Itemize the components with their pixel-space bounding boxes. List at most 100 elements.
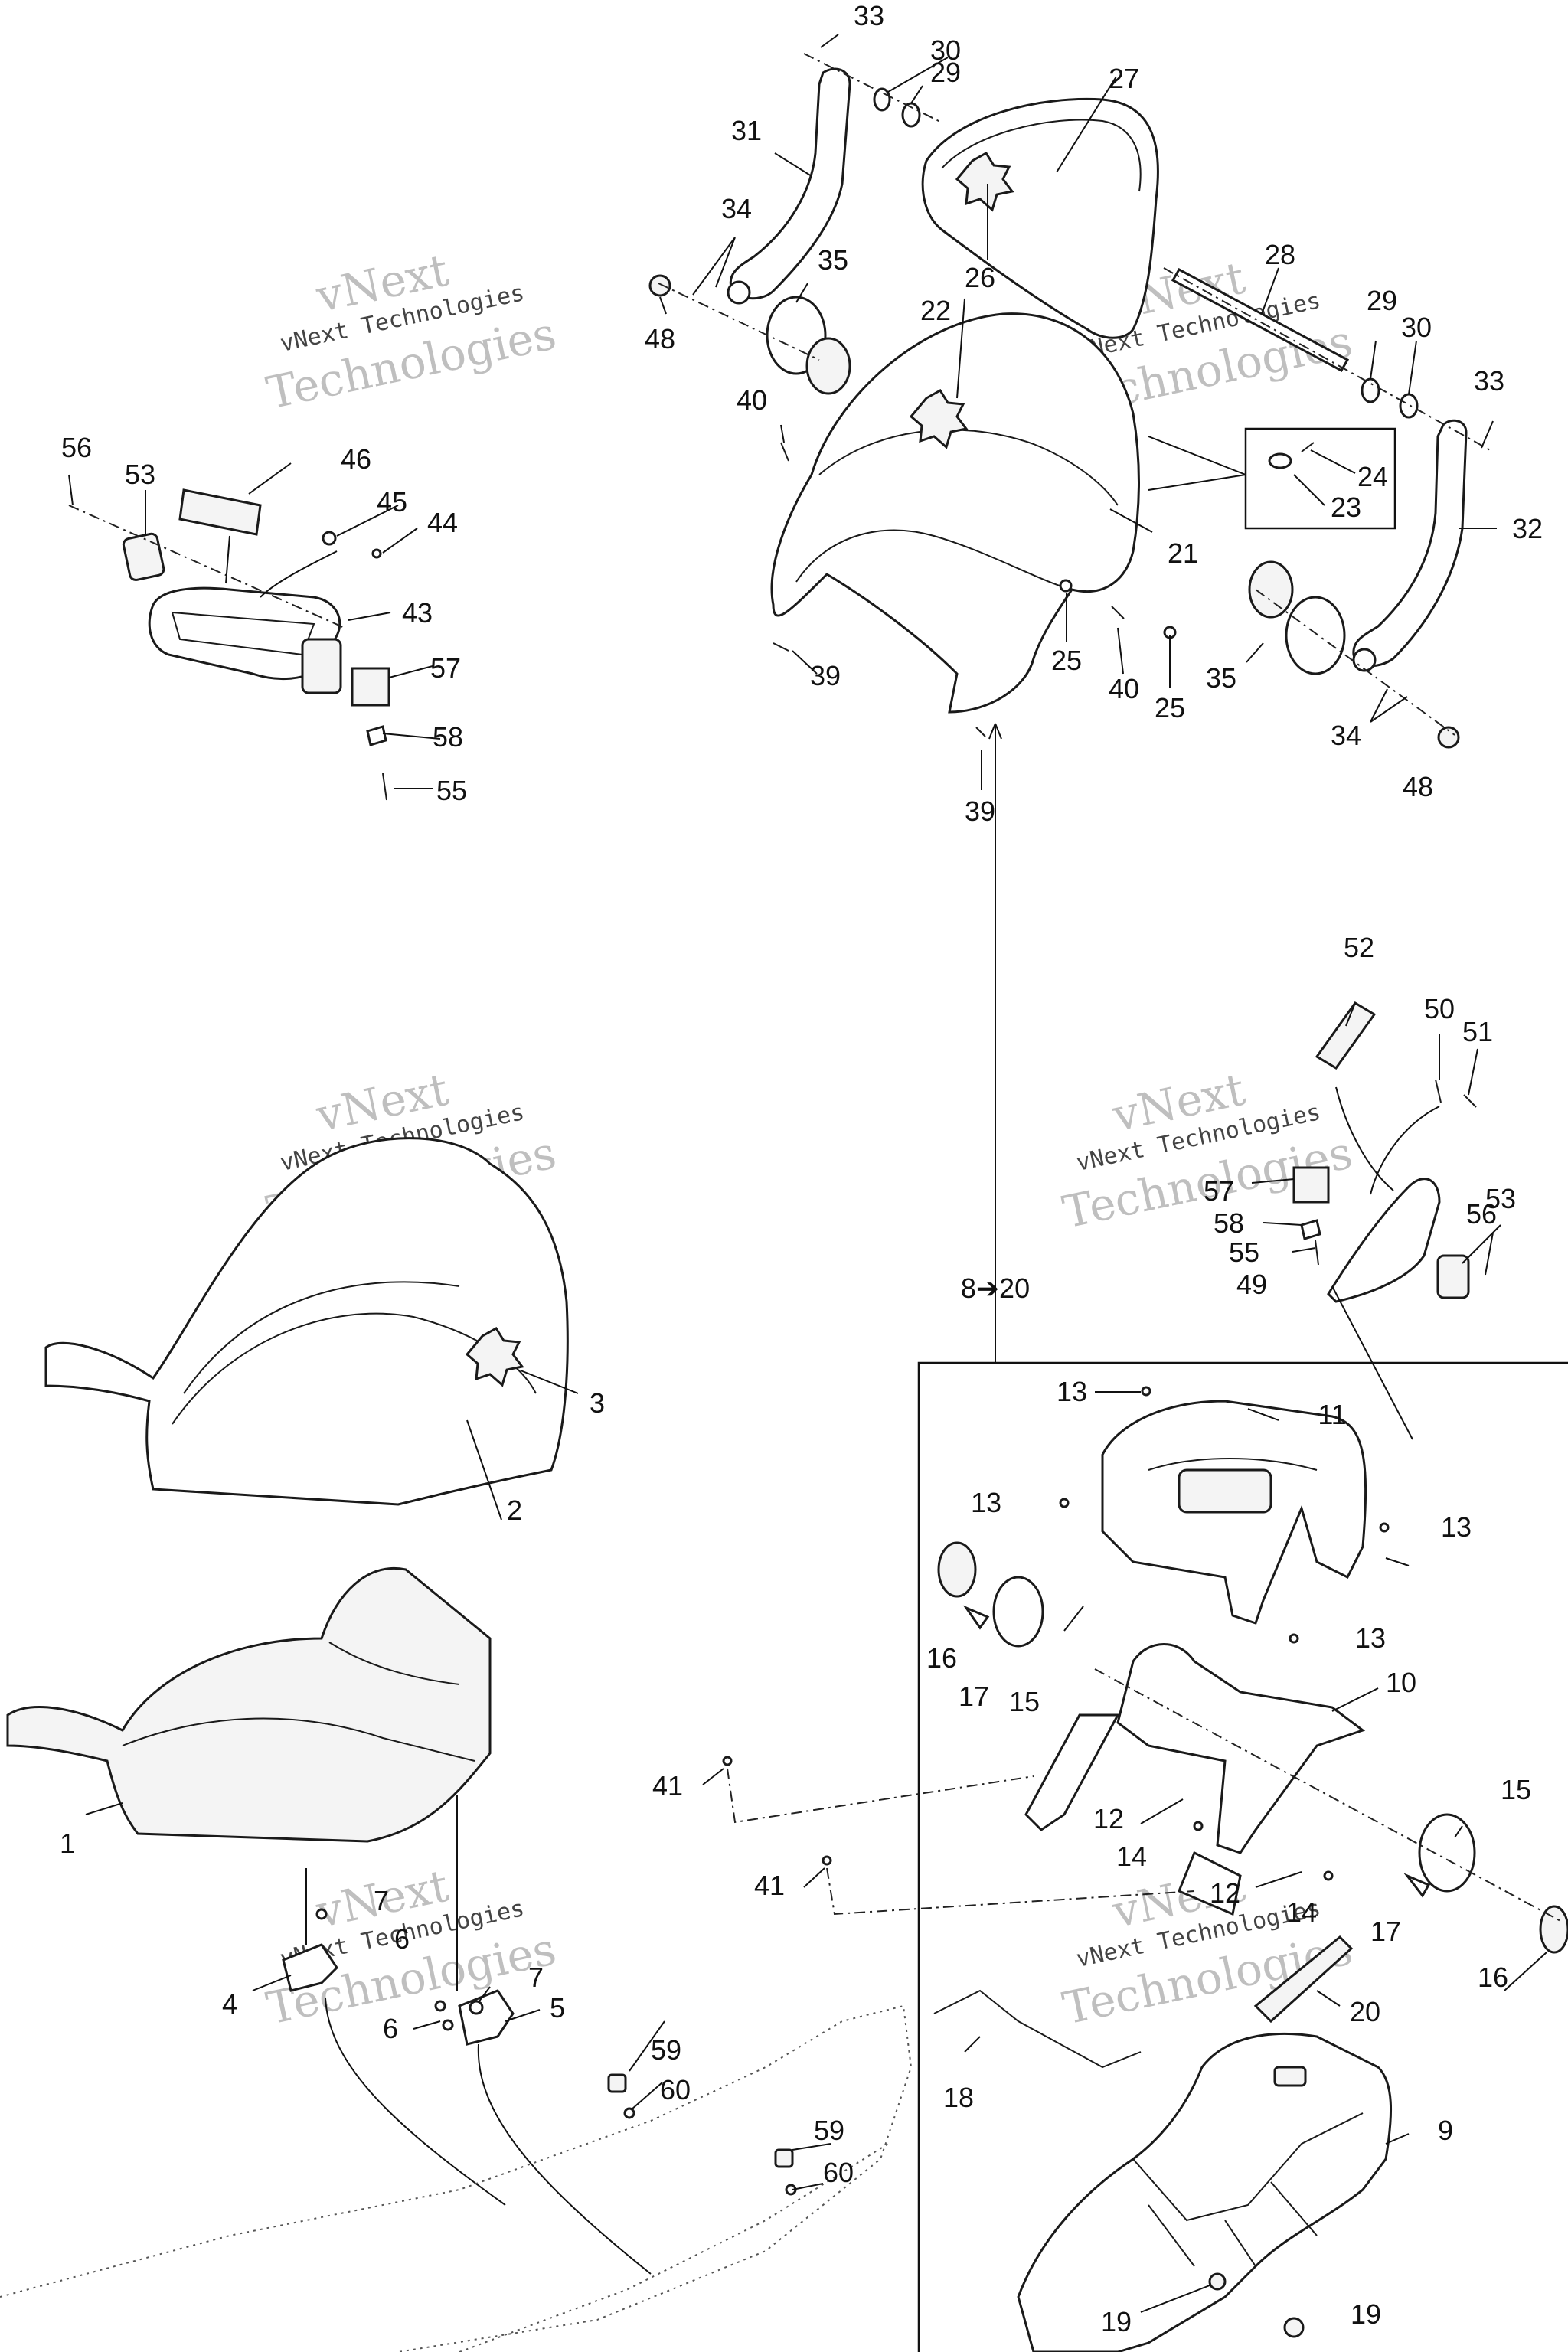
washer-6 [434, 2000, 446, 2012]
callout-17: 17 [959, 1681, 989, 1712]
callout-7: 7 [528, 1962, 544, 1993]
arrow-head [988, 723, 1002, 740]
callout-58: 58 [1214, 1207, 1244, 1239]
callout-13: 13 [1355, 1622, 1386, 1654]
bumper-19 [1283, 2317, 1305, 2338]
cover-53 [122, 532, 165, 581]
callout-5: 5 [550, 1992, 565, 2024]
callout-27: 27 [1109, 63, 1139, 94]
leader-line [225, 535, 338, 598]
seat-seam [795, 529, 1073, 590]
callout-labels: 1 2 3 4 5 6 6 7 7 9 10 11 12 12 13 13 13… [60, 0, 1543, 2337]
rubber-stops [607, 2073, 797, 2196]
washer-51 [1463, 1094, 1477, 1108]
callout-13: 13 [1441, 1511, 1472, 1543]
callout-19: 19 [1351, 2298, 1381, 2330]
callout-34: 34 [1331, 720, 1361, 751]
housing-recess [1178, 1468, 1272, 1514]
callout-13: 13 [971, 1487, 1001, 1518]
frame-ribs [1148, 2181, 1318, 2267]
callout-29: 29 [930, 57, 961, 88]
nut-25 [1059, 579, 1073, 593]
nut-45 [322, 531, 337, 546]
backrest-cushion [921, 97, 1159, 339]
callout-35: 35 [1206, 662, 1236, 694]
pin-40 [780, 442, 789, 462]
latch-recess [1273, 2066, 1307, 2087]
callout-46: 46 [341, 443, 371, 475]
passenger-seat-assembly [648, 53, 1494, 749]
callout-15: 15 [1009, 1686, 1040, 1717]
arm-pivot [1352, 648, 1377, 672]
logo-plate-26 [955, 151, 1014, 212]
seat-frame-detail [722, 723, 1568, 2352]
detail-box [1244, 427, 1396, 530]
callout-10: 10 [1386, 1667, 1416, 1698]
pawl-17 [1403, 1873, 1431, 1898]
pin-39 [975, 727, 986, 737]
callout-21: 21 [1168, 537, 1198, 569]
stopper-59 [774, 2148, 794, 2168]
nut-7 [315, 1908, 328, 1920]
callout-45: 45 [377, 486, 407, 518]
callout-16: 16 [926, 1642, 957, 1674]
callout-40: 40 [737, 384, 767, 416]
callout-53: 53 [1485, 1183, 1516, 1214]
transfer-label: 8➔20 [961, 1272, 1030, 1304]
callout-53: 53 [125, 459, 155, 490]
callout-17: 17 [1370, 1916, 1401, 1947]
cable-18 [933, 1989, 1142, 2069]
seat-frame-base-9 [1017, 2032, 1393, 2352]
callout-59: 59 [651, 2034, 681, 2066]
callout-3: 3 [590, 1387, 605, 1419]
passenger-seat-cushion [770, 312, 1140, 714]
callout-29: 29 [1367, 285, 1397, 316]
leader-line [1335, 1086, 1440, 1195]
callout-26: 26 [965, 262, 995, 293]
callout-20: 20 [1350, 1996, 1380, 2027]
callout-41: 41 [652, 1770, 683, 1802]
assembly-axis [658, 53, 1494, 736]
washer-29 [1361, 377, 1380, 403]
callout-25: 25 [1155, 692, 1185, 724]
washer-44 [371, 548, 382, 559]
callout-18: 18 [943, 2082, 974, 2113]
callout-31: 31 [731, 115, 762, 146]
seat-seam [818, 429, 1119, 506]
clip-58 [1300, 1219, 1321, 1240]
chassis-outline [0, 2004, 913, 2352]
callout-56: 56 [61, 432, 92, 463]
bearing-16 [937, 1541, 977, 1598]
seat-seam [183, 1281, 460, 1394]
callout-14: 14 [1116, 1841, 1147, 1872]
screw-50 [1435, 1079, 1442, 1103]
seat-cover-2 [44, 1137, 569, 1506]
callout-39: 39 [810, 660, 841, 691]
callout-24: 24 [1357, 461, 1388, 492]
callout-22: 22 [920, 295, 951, 326]
callout-13: 13 [1057, 1376, 1087, 1407]
callout-48: 48 [1403, 771, 1433, 802]
screw-14 [1193, 1821, 1204, 1831]
bracket-4 [282, 1943, 338, 1992]
washer-6 [442, 2019, 454, 2031]
callout-12: 12 [1210, 1877, 1240, 1909]
callout-55: 55 [436, 775, 467, 806]
watermark-group-1: vNext vNext Technologies Technologies [262, 244, 560, 420]
bumper-19 [1208, 2272, 1227, 2291]
cover-53 [1436, 1254, 1470, 1299]
leader-line [305, 1795, 458, 1991]
callout-30: 30 [1401, 312, 1432, 343]
backrest-arm-left [729, 67, 851, 300]
assembly-axis [727, 1668, 1563, 1922]
callout-33: 33 [854, 0, 884, 31]
callout-40: 40 [1109, 673, 1139, 704]
screw-13 [1059, 1498, 1070, 1508]
leader-line [1148, 436, 1246, 491]
callout-51: 51 [1462, 1016, 1493, 1047]
grip-46 [178, 488, 262, 536]
backrest-arm-right [1352, 419, 1468, 668]
callout-57: 57 [1204, 1175, 1234, 1207]
screw-55 [382, 773, 387, 801]
